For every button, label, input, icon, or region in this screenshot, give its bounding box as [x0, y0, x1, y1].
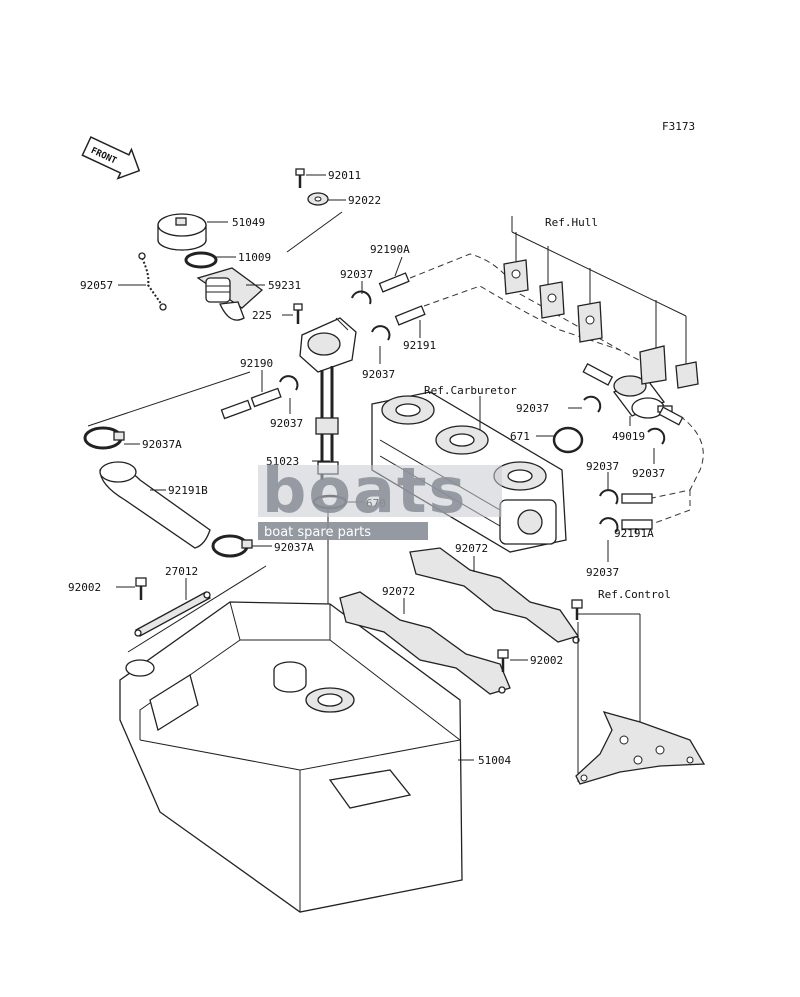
insulator-92072-b-icon	[409, 547, 580, 644]
label-92037A-b: 92037A	[274, 541, 314, 554]
front-arrow-icon: FRONT	[81, 136, 141, 180]
label-92002-a: 92002	[68, 581, 101, 594]
label-92037-e: 92037	[632, 467, 665, 480]
ref-control-bracket	[577, 613, 641, 782]
insulator-92072-a-icon	[339, 591, 511, 695]
hose-route-right-b	[651, 490, 691, 525]
ref-control: Ref.Control	[598, 588, 671, 601]
label-92191: 92191	[403, 339, 436, 352]
label-51049: 51049	[232, 216, 265, 229]
label-92072-a: 92072	[455, 542, 488, 555]
label-92037-f: 92037	[586, 460, 619, 473]
label-92190A: 92190A	[370, 243, 410, 256]
clip-92037-b-icon	[371, 325, 391, 341]
clamp-92037A-b-icon	[211, 534, 253, 558]
fuel-hose-92191B-icon	[99, 461, 211, 549]
hose-clip-3-icon	[577, 301, 603, 343]
ref-hull: Ref.Hull	[545, 216, 598, 229]
label-92191B: 92191B	[168, 484, 208, 497]
tube-right-icon	[658, 406, 684, 426]
hose-route-upper	[409, 253, 651, 367]
bolt-92002-b-icon	[497, 649, 509, 672]
bolt-92002-a-icon	[135, 577, 147, 600]
label-225: 225	[252, 309, 272, 322]
label-51004: 51004	[478, 754, 511, 767]
label-51023: 51023	[266, 455, 299, 468]
label-92057: 92057	[80, 279, 113, 292]
label-92072-b: 92072	[382, 585, 415, 598]
label-92037-b: 92037	[362, 368, 395, 381]
tubes-92190-icon	[220, 387, 282, 420]
label-92011: 92011	[328, 169, 361, 182]
clip-92037-g-icon	[599, 517, 619, 533]
label-92037-d: 92037	[516, 402, 549, 415]
hose-clip-2-icon	[539, 281, 565, 319]
label-59231: 59231	[268, 279, 301, 292]
hose-route-right-a	[651, 415, 704, 499]
gasket-11009-icon	[184, 251, 218, 269]
clip-92037-c-icon	[279, 375, 299, 391]
label-92037-g: 92037	[586, 566, 619, 579]
hose-clip-4-icon	[639, 345, 667, 385]
clip-92037-d-icon	[583, 395, 602, 413]
clip-92037-f-icon	[599, 489, 619, 505]
label-92002-b: 92002	[530, 654, 563, 667]
clip-92037-a-icon	[351, 290, 372, 305]
label-92190: 92190	[240, 357, 273, 370]
hose-clip-1-icon	[503, 259, 529, 295]
label-92191A: 92191A	[614, 527, 654, 540]
label-11009: 11009	[238, 251, 271, 264]
clamp-92037A-a-icon	[83, 426, 125, 450]
hose-clip-5-icon	[675, 361, 699, 389]
tube-92190A-icon	[378, 272, 410, 293]
fuel-filter-49019-icon	[612, 375, 673, 419]
label-27012: 27012	[165, 565, 198, 578]
fuel-cap-51049-icon	[157, 213, 207, 251]
tubes-92191A-icon	[621, 493, 653, 530]
tube-92191-icon	[394, 305, 426, 326]
ref-carburetor: Ref.Carburetor	[424, 384, 517, 397]
control-mounting-plate-icon	[575, 711, 706, 785]
hose-route-middle	[423, 285, 621, 351]
bolt-92011-icon	[295, 168, 305, 188]
filler-neck-59231-icon	[196, 267, 264, 321]
label-92037-a: 92037	[340, 268, 373, 281]
label-671: 671	[510, 430, 530, 443]
fuel-tank-51004-icon	[119, 601, 463, 913]
tube-upper-icon	[582, 363, 614, 386]
screw-225-icon	[293, 303, 303, 324]
label-92037-c: 92037	[270, 417, 303, 430]
label-92037A-a: 92037A	[142, 438, 182, 451]
watermark-tagline: boat spare parts	[264, 525, 371, 540]
washer-92022-icon	[307, 192, 329, 206]
ref-hull-bracket	[511, 216, 687, 366]
label-92022: 92022	[348, 194, 381, 207]
o-ring-671-icon	[552, 426, 584, 454]
fuel-valve-body-icon	[299, 317, 357, 373]
strap-27012-icon	[134, 591, 211, 637]
bolt-control-icon	[571, 599, 583, 620]
watermark: boats boat spare parts	[258, 454, 502, 540]
figure-code: F3173	[662, 120, 695, 133]
strap-92057-icon	[138, 252, 167, 311]
watermark-logo: boats	[262, 454, 467, 527]
label-49019: 49019	[612, 430, 645, 443]
clip-92037-e-icon	[647, 427, 666, 445]
